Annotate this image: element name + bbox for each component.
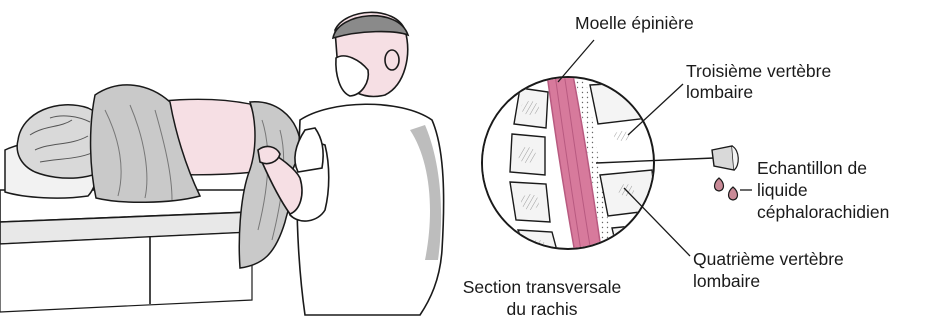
- label-fourth-vertebra-line1: Quatrième vertèbre: [693, 249, 844, 269]
- doctor: [258, 12, 444, 315]
- label-section-line1: Section transversale: [442, 277, 642, 297]
- label-spinal-cord: Moelle épinière: [575, 13, 694, 33]
- label-sample-line2: liquide: [757, 180, 808, 200]
- label-section-line2: du rachis: [442, 299, 642, 319]
- label-sample-line1: Echantillon de: [757, 158, 867, 178]
- label-third-vertebra-line2: lombaire: [686, 82, 753, 102]
- fluid-drop-icon: [715, 178, 738, 200]
- label-fourth-vertebra-line2: lombaire: [693, 271, 760, 291]
- label-sample-line3: céphalorachidien: [757, 202, 889, 222]
- label-third-vertebra-line1: Troisième vertèbre: [686, 61, 831, 81]
- exam-table: [0, 190, 252, 312]
